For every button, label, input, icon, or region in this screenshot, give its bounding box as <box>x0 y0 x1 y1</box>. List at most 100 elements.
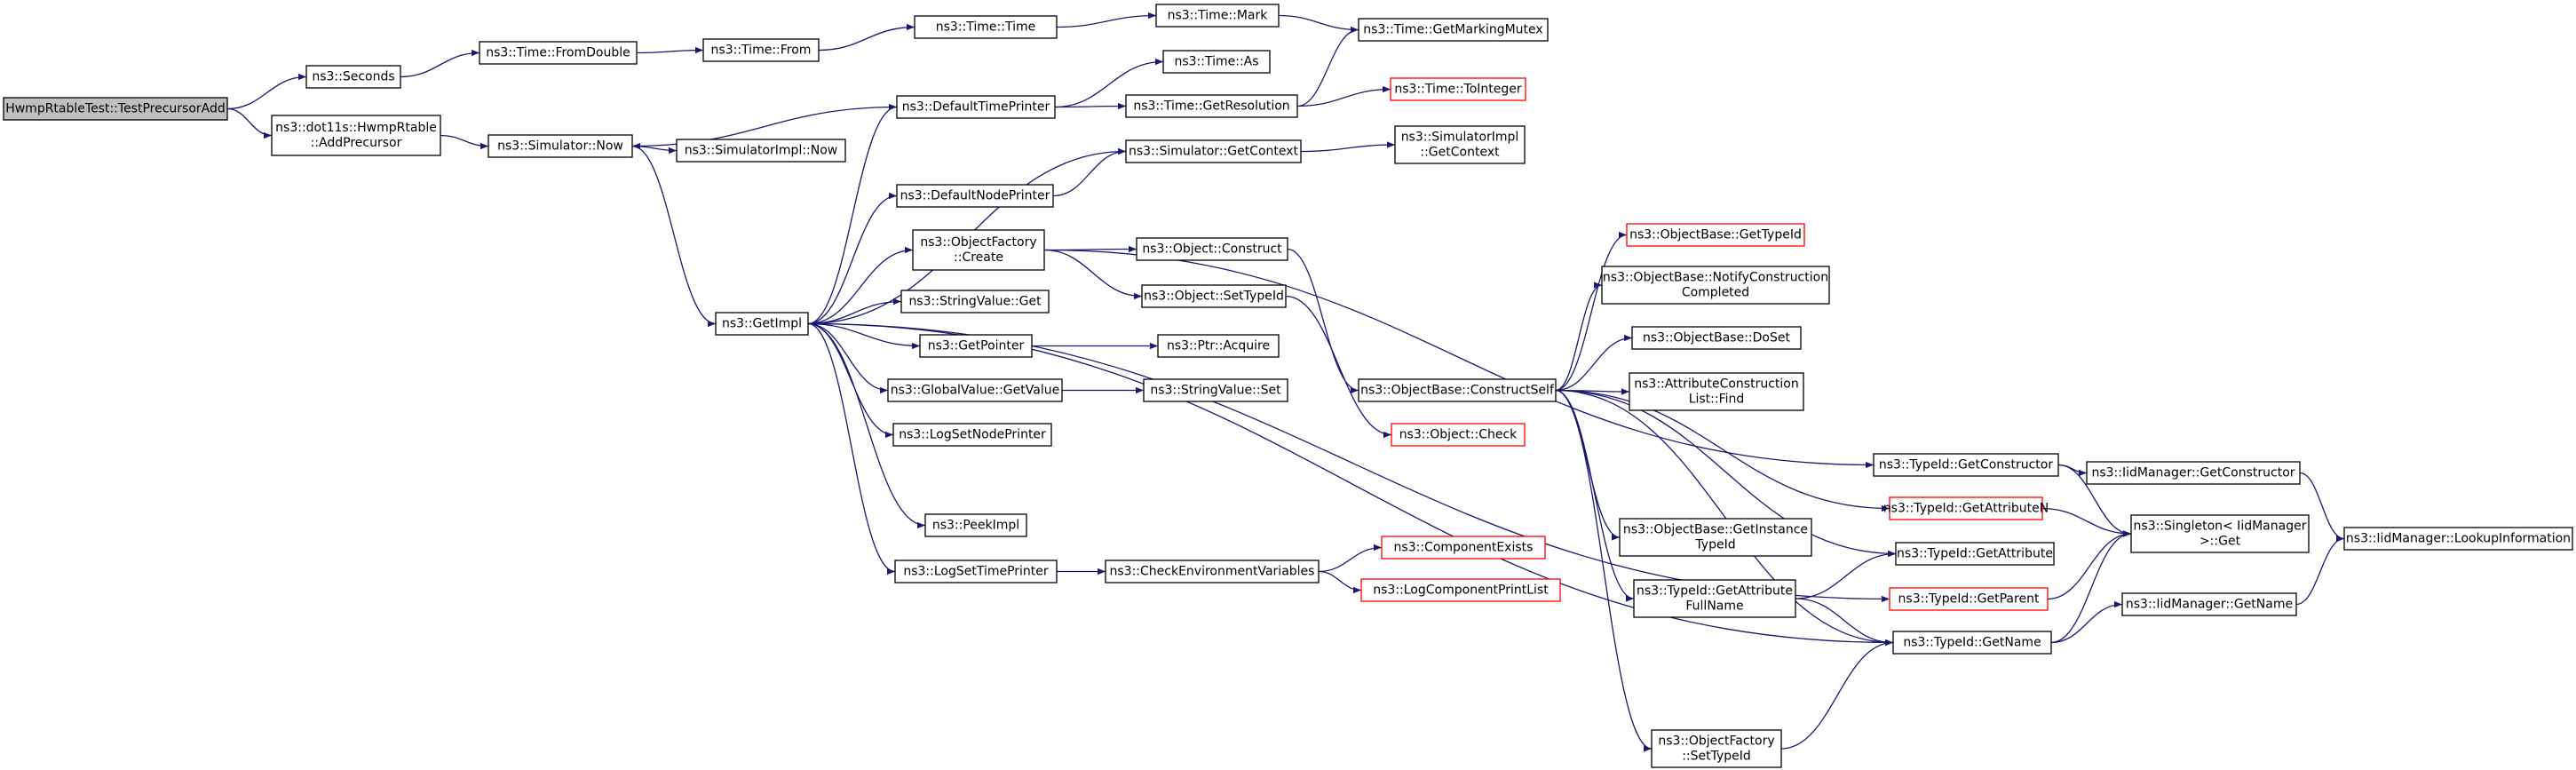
node-label: ns3::Time::Mark <box>1168 9 1269 23</box>
node-seconds[interactable]: ns3::Seconds <box>305 65 401 89</box>
node-globalvaluegetvalue[interactable]: ns3::GlobalValue::GetValue <box>887 378 1063 402</box>
node-label: ns3::TypeId::GetName <box>1903 636 2041 650</box>
node-label: ::Create <box>954 250 1003 265</box>
node-box <box>1125 94 1298 118</box>
node-getimpl[interactable]: ns3::GetImpl <box>715 312 809 336</box>
node-time[interactable]: ns3::Time::Time <box>914 15 1058 39</box>
node-label: ns3::PeekImpl <box>932 519 1019 533</box>
edge-getimpl-to-objfactorycreate <box>807 246 914 325</box>
node-label: ns3::Time::From <box>711 44 812 58</box>
edge-getimpl-to-globalvaluegetvalue <box>807 322 889 394</box>
node-objcheck[interactable]: ns3::Object::Check <box>1391 423 1526 447</box>
node-box <box>900 290 1050 314</box>
node-getname[interactable]: ns3::TypeId::GetName <box>1892 631 2052 655</box>
node-timeas[interactable]: ns3::Time::As <box>1162 50 1271 74</box>
node-peekimpl[interactable]: ns3::PeekImpl <box>924 513 1027 537</box>
edge-constructself-to-getattributefullname <box>1555 389 1635 602</box>
node-getattribute[interactable]: ns3::TypeId::GetAttribute <box>1895 542 2055 566</box>
node-addprecursor[interactable]: ns3::dot11s::HwmpRtable::AddPrecursor <box>271 115 441 156</box>
node-objconstruct[interactable]: ns3::Object::Construct <box>1136 237 1288 261</box>
node-objfactorycreate[interactable]: ns3::ObjectFactory::Create <box>912 229 1045 271</box>
node-defaulttimeprinter[interactable]: ns3::DefaultTimePrinter <box>896 95 1056 119</box>
node-lookupinformation[interactable]: ns3::IidManager::LookupInformation <box>2343 527 2573 551</box>
node-box <box>1360 578 1561 602</box>
node-label: ::GetContext <box>1420 146 1500 160</box>
node-box <box>1358 378 1557 402</box>
edge-objfactorycreate-to-getconstructor <box>1043 249 1875 469</box>
node-box <box>1601 266 1830 305</box>
node-logsetnodeprinter[interactable]: ns3::LogSetNodePrinter <box>892 423 1052 447</box>
edge-getimpl-to-peekimpl <box>807 322 926 529</box>
node-label: ns3::LogSetNodePrinter <box>899 428 1046 442</box>
node-objsettypeid[interactable]: ns3::Object::SetTypeId <box>1141 284 1287 308</box>
node-iidgetconstructor[interactable]: ns3::IidManager::GetConstructor <box>2086 461 2301 485</box>
edge-constructself-to-objbasegettypeid <box>1555 231 1628 392</box>
node-label: ns3::StringValue::Set <box>1150 384 1281 398</box>
node-box <box>924 513 1027 537</box>
node-logsettimeprinter[interactable]: ns3::LogSetTimePrinter <box>894 560 1058 583</box>
node-getattributen[interactable]: ns3::TypeId::GetAttributeN <box>1883 496 2049 520</box>
node-label: ns3::Singleton< IidManager <box>2134 520 2307 534</box>
node-checkenv[interactable]: ns3::CheckEnvironmentVariables <box>1105 560 1320 583</box>
node-label: ns3::SimulatorImpl <box>1401 131 1519 145</box>
node-label: ns3::IidManager::GetName <box>2126 598 2293 612</box>
node-getpointer[interactable]: ns3::GetPointer <box>919 334 1033 358</box>
edge-simgetcontext-to-simimplgetcontext <box>1300 141 1396 153</box>
node-tointeger[interactable]: ns3::Time::ToInteger <box>1390 77 1526 101</box>
node-label: ns3::ComponentExists <box>1394 541 1534 555</box>
node-getparent[interactable]: ns3::TypeId::GetParent <box>1889 587 2049 611</box>
node-logcomponentprintlist[interactable]: ns3::LogComponentPrintList <box>1360 578 1561 602</box>
node-simgetcontext[interactable]: ns3::Simulator::GetContext <box>1125 139 1302 163</box>
node-simnow[interactable]: ns3::Simulator::Now <box>487 134 633 158</box>
node-simimplgetcontext[interactable]: ns3::SimulatorImpl::GetContext <box>1394 125 1526 164</box>
node-constructself[interactable]: ns3::ObjectBase::ConstructSelf <box>1358 378 1557 402</box>
edge-objconstruct-to-constructself <box>1287 248 1359 394</box>
node-box <box>912 229 1045 271</box>
node-label: ns3::ObjectFactory <box>920 235 1036 250</box>
node-box <box>1155 4 1280 28</box>
edge-constructself-to-doset <box>1555 334 1633 392</box>
node-ptracquire[interactable]: ns3::Ptr::Acquire <box>1157 334 1280 358</box>
node-box <box>1895 542 2055 566</box>
node-getconstructor[interactable]: ns3::TypeId::GetConstructor <box>1873 453 2059 477</box>
node-iidgetname[interactable]: ns3::IidManager::GetName <box>2121 592 2297 616</box>
node-mark[interactable]: ns3::Time::Mark <box>1155 4 1280 28</box>
node-box <box>1889 587 2049 611</box>
node-from[interactable]: ns3::Time::From <box>702 38 820 62</box>
node-label: ns3::TypeId::GetAttribute <box>1637 584 1793 599</box>
node-label: ns3::ObjectBase::NotifyConstruction <box>1603 271 1828 285</box>
node-label: ns3::IidManager::GetConstructor <box>2091 466 2295 480</box>
node-singletonget[interactable]: ns3::Singleton< IidManager >::Get <box>2130 514 2310 553</box>
node-box <box>479 41 638 65</box>
node-label: >::Get <box>2200 535 2241 549</box>
node-defaultnodeprinter[interactable]: ns3::DefaultNodePrinter <box>896 184 1054 208</box>
node-box <box>1626 223 1805 247</box>
node-stringvalueget[interactable]: ns3::StringValue::Get <box>900 290 1050 314</box>
node-doset[interactable]: ns3::ObjectBase::DoSet <box>1631 326 1802 350</box>
nodes-layer: HwmpRtableTest::TestPrecursorAdd ns3::Sec… <box>3 4 2573 768</box>
node-getmarkingmutex[interactable]: ns3::Time::GetMarkingMutex <box>1358 18 1549 42</box>
node-fromdouble[interactable]: ns3::Time::FromDouble <box>479 41 638 65</box>
node-componentexists[interactable]: ns3::ComponentExists <box>1381 536 1546 560</box>
node-box <box>1633 579 1796 618</box>
node-getresolution[interactable]: ns3::Time::GetResolution <box>1125 94 1298 118</box>
node-root[interactable]: HwmpRtableTest::TestPrecursorAdd <box>3 97 228 121</box>
node-box <box>1381 536 1546 560</box>
node-box <box>1873 453 2059 477</box>
node-label: ns3::ObjectBase::GetTypeId <box>1629 228 1802 242</box>
node-notifyconstruction[interactable]: ns3::ObjectBase::NotifyConstructionCompl… <box>1601 266 1830 305</box>
node-label: ns3::IidManager::LookupInformation <box>2346 532 2571 546</box>
node-label: TypeId <box>1694 538 1735 552</box>
node-stringvalueset[interactable]: ns3::StringValue::Set <box>1143 378 1288 402</box>
edge-constructself-to-getname <box>1555 389 1894 647</box>
edge-checkenv-to-logcomponentprintlist <box>1318 570 1362 594</box>
node-label: ns3::TypeId::GetAttributeN <box>1883 502 2049 516</box>
node-objbasegettypeid[interactable]: ns3::ObjectBase::GetTypeId <box>1626 223 1805 247</box>
node-objfactorysettypeid[interactable]: ns3::ObjectFactory::SetTypeId <box>1651 729 1782 768</box>
node-label: ns3::Time::GetMarkingMutex <box>1363 23 1542 37</box>
node-simimplnow[interactable]: ns3::SimulatorImpl::Now <box>676 139 846 163</box>
edge-getname-to-singletonget <box>2050 530 2132 644</box>
